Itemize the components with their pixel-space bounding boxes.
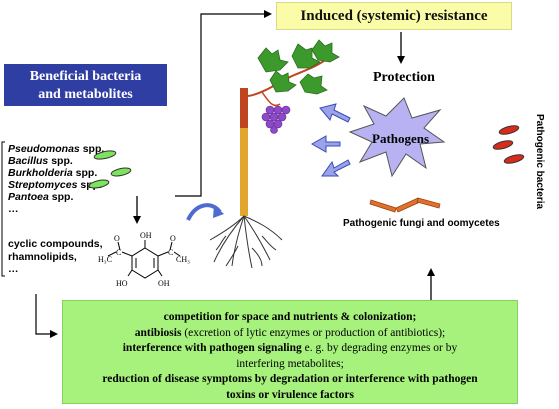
induced-resistance-label: Induced (systemic) resistance [300,7,488,24]
curved-arrow-head [213,205,224,218]
beneficial-line1: Beneficial bacteria [29,69,142,84]
pathogenic-fungi-icon [369,197,441,213]
mechanism-line: antibiosis (excretion of lytic enzymes o… [134,326,446,339]
species-item: Burkholderia spp. [8,167,98,179]
species-more: … [8,203,19,215]
species-item: Pantoea spp. [8,191,74,203]
molecule-labels: OH O O H₃C C C CH₃ HO OH [98,231,190,288]
defense-arrows [310,103,351,177]
molecule-ch3: CH₃ [176,255,190,264]
vine-tendril [261,91,281,107]
molecule-o-left: O [114,234,120,243]
mechanism-line: competition for space and nutrients & co… [163,311,417,323]
beneficial-bacteria-box: Beneficial bacteria and metabolites [4,64,167,106]
pathogenic-fungi-label: Pathogenic fungi and oomycetes [343,218,500,229]
species-item: Bacillus spp. [8,155,73,167]
species-item: Pseudomonas spp. [8,143,105,155]
pathogenic-bacteria-icon [492,125,525,164]
plant-stem-lower [240,128,248,216]
vine-branch [247,57,329,97]
induced-resistance-box: Induced (systemic) resistance [276,2,512,30]
molecule-ho: HO [116,279,128,288]
molecule-structure [107,240,181,279]
pathogens-star-icon [348,97,446,178]
grapes-icon [261,105,291,134]
mechanism-line: toxins or virulence factors [226,388,354,401]
compounds-list: cyclic compounds, rhamnolipids, … [8,238,103,276]
arrow-to-mechanisms [35,294,58,338]
species-list: Pseudomonas spp. Bacillus spp. Burkholde… [8,143,104,215]
roots-icon [209,215,283,269]
grape-leaves [257,39,340,95]
molecule-oh-bottom: OH [158,279,170,288]
beneficial-bacteria-icon [88,150,132,189]
compound-line: … [8,263,19,275]
molecule-o-right: O [170,234,176,243]
compound-line: cyclic compounds, [8,238,103,250]
mechanism-line: interference with pathogen signaling e. … [122,342,458,354]
molecule-c-left: C [116,248,121,257]
molecule-c-right: C [168,248,173,257]
molecule-oh-top: OH [140,231,152,240]
beneficial-line2: and metabolites [38,87,133,102]
plant-stem-upper [240,88,248,128]
pathogens-label: Pathogens [372,131,429,146]
protection-label: Protection [373,70,435,85]
mechanism-line: reduction of disease symptoms by degrada… [102,373,478,385]
molecule-h3c: H₃C [98,255,112,264]
compound-line: rhamnolipids, [8,250,77,263]
pathogenic-bacteria-label: Pathogenic bacteria [534,114,545,210]
mechanisms-box: competition for space and nutrients & co… [62,300,518,404]
arrow-to-induced-resistance [175,10,272,197]
species-bracket [1,141,5,277]
mechanism-line: interfering metabolites; [236,357,344,370]
